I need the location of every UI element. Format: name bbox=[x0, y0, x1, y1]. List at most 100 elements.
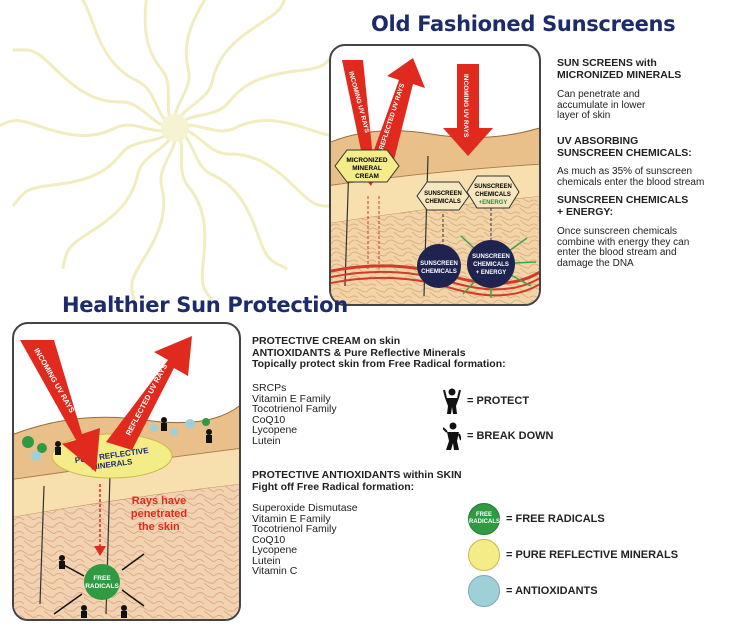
free-radicals-circle bbox=[84, 564, 120, 600]
break-down-figures bbox=[59, 555, 127, 618]
antioxidants-swatch bbox=[468, 575, 500, 607]
rays-penetrated-label-1: Rays have bbox=[132, 495, 186, 507]
legend-antioxidants: = ANTIOXIDANTS bbox=[468, 575, 598, 607]
old-heading-3b: + ENERGY: bbox=[557, 205, 614, 218]
new-heading-1b: ANTIOXIDANTS & Pure Reflective Minerals bbox=[252, 346, 466, 359]
old-text-1a: Can penetrate and bbox=[557, 89, 640, 100]
sun-ray bbox=[12, 48, 176, 130]
cream-ingredient-list: SRCPs Vitamin E Family Tocotrienol Famil… bbox=[252, 383, 337, 446]
old-text-2a: As much as 35% of sunscreen bbox=[557, 166, 693, 177]
minerals-label: = PURE REFLECTIVE MINERALS bbox=[506, 549, 679, 561]
list-item: Lycopene bbox=[252, 424, 298, 436]
legend-free-radicals: FREE RADICALS = FREE RADICALS bbox=[468, 503, 605, 535]
legend-minerals: = PURE REFLECTIVE MINERALS bbox=[468, 539, 678, 571]
list-item: Tocotrienol Family bbox=[252, 523, 337, 535]
sunburst-center bbox=[161, 114, 189, 142]
old-text-block-3: SUNSCREEN CHEMICALS + ENERGY: Once sunsc… bbox=[557, 194, 690, 269]
blood2-label-1: SUNSCREEN bbox=[472, 254, 510, 260]
rays-penetrated-label-2: penetrated bbox=[131, 508, 187, 520]
skin-dermis-layer bbox=[14, 484, 239, 619]
mineral-label-3: CREAM bbox=[355, 173, 379, 180]
list-item: Vitamin E Family bbox=[252, 512, 331, 525]
new-text-block-1: PROTECTIVE CREAM on skin ANTIOXIDANTS & … bbox=[252, 335, 506, 371]
old-text-block-1: SUN SCREENS with MICRONIZED MINERALS Can… bbox=[557, 57, 682, 122]
chemE-label-1: SUNSCREEN bbox=[474, 184, 512, 190]
list-item: Lutein bbox=[252, 434, 281, 447]
free-radicals-label: = FREE RADICALS bbox=[506, 513, 605, 525]
attack-arrows bbox=[53, 553, 145, 615]
old-text-3a: Once sunscreen chemicals bbox=[557, 226, 678, 237]
rays-penetrated-label-3: the skin bbox=[138, 521, 180, 533]
blood-chemicals-circle: SUNSCREEN CHEMICALS bbox=[417, 244, 461, 288]
protect-figure-icon bbox=[443, 388, 461, 414]
old-sunscreen-diagram: INCOMING UV RAYS REFLECTED UV RAYS INCOM… bbox=[329, 44, 541, 306]
new-heading-2a: PROTECTIVE ANTIOXIDANTS within SKIN bbox=[252, 469, 462, 481]
list-item: Lutein bbox=[252, 554, 281, 567]
break-down-legend: = BREAK DOWN bbox=[443, 422, 553, 450]
incoming-uv-ray-arrow-right: INCOMING UV RAYS bbox=[443, 64, 493, 156]
new-heading-1c: Topically protect skin from Free Radical… bbox=[252, 358, 506, 370]
free-dot-label-1: FREE bbox=[475, 512, 492, 518]
sun-ray bbox=[174, 119, 356, 137]
old-sunscreens-title: Old Fashioned Sunscreens bbox=[371, 12, 676, 36]
protect-label: = PROTECT bbox=[467, 395, 530, 407]
sunscreen-chemicals-hexagon: SUNSCREEN CHEMICALS bbox=[416, 181, 470, 211]
old-heading-1a: SUN SCREENS with bbox=[557, 57, 657, 69]
old-text-3c: enter the blood stream and bbox=[557, 247, 677, 258]
healthier-protection-diagram: PURE REFLECTIVE MINERALS INCOMING UV RAY… bbox=[12, 322, 241, 621]
chemE-label-3: +ENERGY bbox=[479, 200, 508, 206]
antioxidant-list: Superoxide Dismutase Vitamin E Family To… bbox=[252, 503, 358, 577]
blood-chemicals-energy-circle: SUNSCREEN CHEMICALS + ENERGY bbox=[460, 235, 537, 298]
protect-legend: = PROTECT bbox=[443, 388, 529, 414]
sunscreen-chemicals-energy-hexagon: SUNSCREEN CHEMICALS +ENERGY bbox=[466, 175, 520, 209]
list-item: CoQ10 bbox=[252, 533, 286, 546]
new-text-block-2: PROTECTIVE ANTIOXIDANTS within SKIN Figh… bbox=[252, 469, 462, 493]
minerals-swatch bbox=[468, 539, 500, 571]
blood1-label-2: CHEMICALS bbox=[421, 269, 457, 275]
free-radicals-swatch: FREE RADICALS bbox=[468, 503, 500, 535]
blood2-label-2: CHEMICALS bbox=[473, 262, 509, 268]
sun-ray bbox=[62, 0, 176, 130]
chemE-label-2: CHEMICALS bbox=[475, 192, 511, 198]
list-item: Tocotrienol Family bbox=[252, 403, 337, 415]
chem-label-1: SUNSCREEN bbox=[424, 191, 462, 197]
sunburst-decoration bbox=[0, 0, 356, 300]
old-text-3d: damage the DNA bbox=[557, 257, 634, 269]
new-heading-1a: PROTECTIVE CREAM on skin bbox=[252, 335, 401, 347]
old-heading-2a: UV ABSORBING bbox=[557, 135, 639, 147]
mineral-label-1: MICRONIZED bbox=[346, 157, 387, 164]
surface-particles bbox=[22, 418, 210, 461]
break-down-figure-icon bbox=[443, 422, 461, 450]
old-text-2b: chemicals enter the blood stream bbox=[557, 176, 705, 188]
old-heading-2b: SUNSCREEN CHEMICALS: bbox=[557, 146, 692, 159]
list-item: Vitamin E Family bbox=[252, 392, 331, 405]
incoming-uv-label-right: INCOMING UV RAYS bbox=[462, 74, 469, 138]
old-text-block-2: UV ABSORBING SUNSCREEN CHEMICALS: As muc… bbox=[557, 135, 705, 188]
healthier-protection-title: Healthier Sun Protection bbox=[62, 293, 348, 317]
sun-ray bbox=[173, 0, 289, 129]
micronized-mineral-cream-hexagon: MICRONIZED MINERAL CREAM bbox=[334, 149, 400, 183]
mineral-label-2: MINERAL bbox=[352, 165, 382, 172]
sun-ray bbox=[11, 126, 177, 208]
sun-ray bbox=[172, 0, 220, 129]
old-heading-3a: SUNSCREEN CHEMICALS bbox=[557, 194, 689, 206]
antioxidants-label: = ANTIOXIDANTS bbox=[506, 585, 598, 597]
list-item: Superoxide Dismutase bbox=[252, 502, 358, 514]
blood2-label-3: + ENERGY bbox=[476, 270, 507, 276]
free-label-2: RADICALS bbox=[85, 583, 119, 590]
sun-ray bbox=[61, 127, 177, 270]
chem-label-2: CHEMICALS bbox=[425, 199, 461, 205]
new-heading-2b: Fight off Free Radical formation: bbox=[252, 480, 415, 493]
blood1-label-1: SUNSCREEN bbox=[420, 261, 458, 267]
list-item: Vitamin C bbox=[252, 565, 298, 577]
list-item: Lycopene bbox=[252, 544, 298, 556]
old-heading-1b: MICRONIZED MINERALS bbox=[557, 68, 682, 81]
old-text-1b: accumulate in lower bbox=[557, 99, 646, 111]
sun-ray bbox=[173, 48, 339, 130]
sun-ray bbox=[174, 126, 338, 208]
sun-ray bbox=[130, 127, 178, 300]
sun-ray bbox=[133, 0, 177, 129]
break-down-label: = BREAK DOWN bbox=[467, 430, 554, 442]
sun-ray bbox=[0, 119, 176, 137]
old-text-3b: combine with energy they can bbox=[557, 236, 690, 248]
